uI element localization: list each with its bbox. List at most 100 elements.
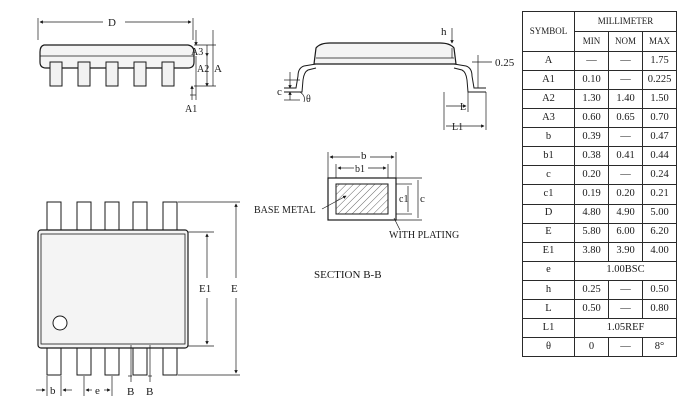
label-A: A bbox=[214, 63, 222, 75]
row-max: 6.20 bbox=[641, 222, 678, 243]
row-min: — bbox=[574, 50, 609, 72]
row-nom: — bbox=[608, 127, 643, 148]
label-A1: A1 bbox=[185, 104, 197, 115]
section-b-b: b b1 c1 c BASE METAL WITH PLATING SECTIO… bbox=[254, 150, 459, 281]
column-header-max: MAX bbox=[641, 31, 678, 52]
label-E: E bbox=[231, 283, 238, 295]
row-max: 1.75 bbox=[641, 50, 678, 72]
label-L1: L1 bbox=[452, 122, 463, 133]
label-B-right: B bbox=[146, 386, 153, 398]
row-symbol: b1 bbox=[522, 146, 575, 167]
row-min: 5.80 bbox=[574, 222, 609, 243]
row-span-value: 1.00BSC bbox=[573, 260, 678, 281]
row-symbol: E1 bbox=[522, 241, 575, 262]
top-view-top-pins bbox=[46, 201, 178, 233]
label-B-left: B bbox=[127, 386, 134, 398]
row-min: 0 bbox=[574, 336, 609, 358]
row-symbol: c bbox=[522, 165, 575, 186]
row-min: 0.20 bbox=[574, 165, 609, 186]
label-theta: θ bbox=[306, 94, 311, 105]
row-max: 0.24 bbox=[641, 165, 678, 186]
column-header-nom: NOM bbox=[608, 31, 643, 52]
label-D: D bbox=[108, 17, 116, 29]
row-nom: 6.00 bbox=[608, 222, 643, 243]
row-min: 1.30 bbox=[574, 89, 609, 110]
label-0.25: 0.25 bbox=[495, 57, 515, 69]
symbol-header: SYMBOL bbox=[522, 11, 575, 52]
side-view: D A3 A2 A A1 bbox=[37, 17, 222, 115]
row-max: 0.44 bbox=[641, 146, 678, 167]
label-c: c bbox=[277, 86, 282, 98]
label-b-section: b bbox=[361, 150, 367, 162]
label-A3: A3 bbox=[191, 47, 203, 58]
label-c-section: c bbox=[420, 193, 425, 205]
row-min: 0.19 bbox=[574, 184, 609, 205]
label-b-bottom: b bbox=[50, 385, 56, 397]
label-section-b-b: SECTION B-B bbox=[314, 269, 382, 281]
row-max: 1.50 bbox=[641, 89, 678, 110]
row-max: 0.225 bbox=[641, 70, 678, 91]
row-symbol: A1 bbox=[522, 70, 575, 91]
label-L: L bbox=[460, 102, 466, 113]
row-min: 0.50 bbox=[574, 298, 609, 319]
pin1-marker bbox=[52, 315, 68, 331]
row-min: 0.25 bbox=[574, 279, 609, 300]
label-base-metal: BASE METAL bbox=[254, 205, 316, 216]
row-symbol: D bbox=[522, 203, 575, 224]
label-with-plating: WITH PLATING bbox=[389, 230, 459, 241]
end-view: h 0.25 c θ L L1 bbox=[277, 26, 515, 133]
row-symbol: h bbox=[522, 279, 575, 300]
label-b1: b1 bbox=[355, 164, 365, 175]
row-min: 0.38 bbox=[574, 146, 609, 167]
row-nom: — bbox=[608, 336, 643, 358]
row-min: 0.39 bbox=[574, 127, 609, 148]
row-min: 4.80 bbox=[574, 203, 609, 224]
label-e-bottom: e bbox=[95, 385, 100, 397]
row-nom: — bbox=[608, 70, 643, 91]
row-nom: 1.40 bbox=[608, 89, 643, 110]
side-view-pins bbox=[49, 61, 175, 87]
top-view: E1 E b e B B bbox=[36, 201, 240, 398]
row-symbol: A bbox=[522, 50, 575, 72]
row-symbol: b bbox=[522, 127, 575, 148]
millimeter-header: MILLIMETER bbox=[573, 11, 678, 32]
row-max: 0.50 bbox=[641, 279, 678, 300]
row-symbol: c1 bbox=[522, 184, 575, 205]
row-nom: — bbox=[608, 50, 643, 72]
row-max: 4.00 bbox=[641, 241, 678, 262]
package-outline-drawing: D A3 A2 A A1 h bbox=[36, 17, 515, 398]
row-max: 0.80 bbox=[641, 298, 678, 319]
row-nom: 0.65 bbox=[608, 108, 643, 129]
label-h: h bbox=[441, 26, 447, 38]
label-c1: c1 bbox=[399, 194, 408, 205]
label-E1: E1 bbox=[199, 283, 211, 295]
row-nom: 3.90 bbox=[608, 241, 643, 262]
row-nom: 0.20 bbox=[608, 184, 643, 205]
top-view-bottom-pins bbox=[46, 344, 178, 376]
row-max: 0.47 bbox=[641, 127, 678, 148]
row-symbol: L1 bbox=[522, 317, 575, 338]
row-symbol: θ bbox=[522, 336, 575, 358]
row-min: 0.60 bbox=[574, 108, 609, 129]
row-max: 8° bbox=[641, 336, 678, 358]
row-symbol: A3 bbox=[522, 108, 575, 129]
row-min: 3.80 bbox=[574, 241, 609, 262]
row-max: 0.70 bbox=[641, 108, 678, 129]
row-max: 0.21 bbox=[641, 184, 678, 205]
table-row: A——1.75 bbox=[522, 50, 678, 72]
column-header-min: MIN bbox=[574, 31, 609, 52]
row-nom: — bbox=[608, 279, 643, 300]
